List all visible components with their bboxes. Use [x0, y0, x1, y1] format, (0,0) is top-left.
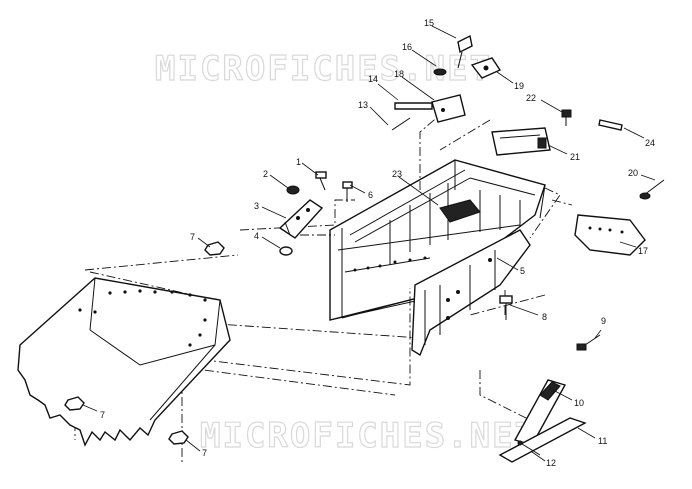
hitch-bracket — [278, 199, 324, 239]
mounting-plate — [17, 277, 231, 447]
callout-21: 21 — [570, 152, 580, 162]
block-18 — [431, 94, 466, 123]
bolt-9 — [576, 334, 601, 351]
bolt-6 — [342, 181, 353, 202]
callout-1: 1 — [296, 157, 301, 167]
callout-5: 5 — [520, 266, 525, 276]
callout-17: 17 — [638, 246, 648, 256]
callout-14: 14 — [368, 74, 378, 84]
callout-10: 10 — [574, 398, 584, 408]
nut-7-bottom — [168, 430, 189, 445]
screw-12 — [517, 440, 541, 456]
nut-4 — [279, 246, 293, 256]
callout-7-bottom: 7 — [202, 448, 207, 458]
nut-7-upper — [204, 241, 225, 256]
clamp-19 — [470, 57, 502, 79]
rack-mount-pad — [439, 199, 481, 223]
callout-20: 20 — [628, 168, 638, 178]
watermark-top: MICROFICHES.NET — [155, 49, 492, 89]
plate-11 — [498, 417, 587, 463]
callout-22: 22 — [526, 93, 536, 103]
callout-24: 24 — [645, 138, 655, 148]
callout-13: 13 — [358, 100, 368, 110]
callout-7-upper: 7 — [190, 232, 195, 242]
nut-2 — [286, 185, 300, 195]
rack-holes — [353, 256, 427, 272]
callout-labels: 1 2 3 4 5 6 7 7 7 8 9 10 11 12 13 14 15 … — [100, 18, 655, 468]
callout-19: 19 — [514, 81, 524, 91]
bolt-15 — [457, 34, 473, 69]
callout-8: 8 — [542, 312, 547, 322]
callout-4: 4 — [254, 231, 259, 241]
rear-bracket — [411, 229, 531, 357]
rear-rack — [329, 159, 546, 321]
callout-9: 9 — [601, 316, 606, 326]
pin-24 — [598, 119, 623, 131]
nut-7-left — [64, 396, 85, 411]
leader-lines — [82, 25, 656, 462]
pin-14 — [394, 102, 433, 110]
bolt-1 — [315, 171, 327, 191]
callout-7-left: 7 — [100, 410, 105, 420]
bolt-8 — [499, 295, 513, 320]
callout-11: 11 — [598, 436, 607, 446]
bolt-22 — [561, 109, 572, 126]
bolt-13 — [391, 117, 411, 131]
callout-3: 3 — [254, 201, 259, 211]
assembly-lines — [74, 114, 573, 465]
callout-16: 16 — [402, 42, 412, 52]
callout-6: 6 — [368, 190, 373, 200]
tail-plate-17 — [574, 214, 646, 256]
mounting-plate-holes — [78, 289, 207, 347]
washer-16 — [433, 68, 447, 76]
callout-12: 12 — [546, 458, 556, 468]
bracket-21 — [491, 127, 551, 156]
callout-2: 2 — [263, 169, 268, 179]
bolt-20 — [639, 179, 665, 200]
callout-23: 23 — [392, 169, 402, 179]
callout-18: 18 — [394, 69, 404, 79]
callout-15: 15 — [424, 18, 434, 28]
watermark-bottom: MICROFICHES.NET — [200, 416, 537, 456]
